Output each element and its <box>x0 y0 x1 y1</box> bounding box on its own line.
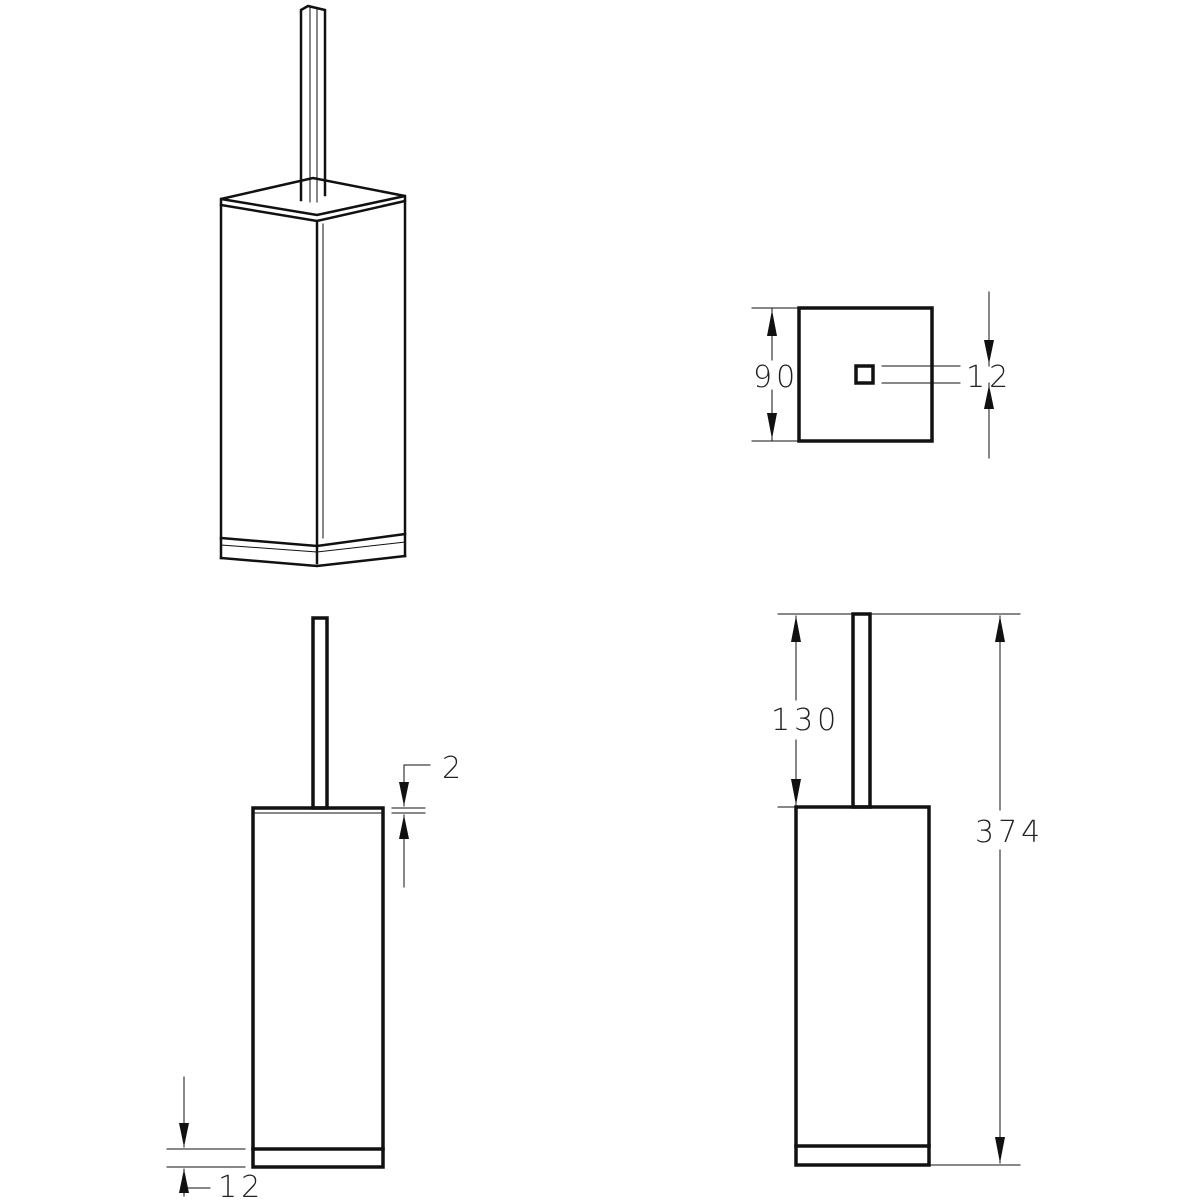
iso-top-cap <box>219 176 407 223</box>
front-handle <box>311 616 329 810</box>
isometric-view <box>219 4 407 568</box>
dim-374-label: 374 <box>975 815 1044 850</box>
dim-130-label: 130 <box>771 703 840 738</box>
dim-2: 2 <box>391 751 465 888</box>
side-handle <box>851 612 872 809</box>
dim-2-label: 2 <box>442 751 465 786</box>
iso-base <box>219 532 407 568</box>
dim-12-hole: 12 <box>881 291 1012 459</box>
iso-body <box>219 199 407 565</box>
front-body <box>251 806 385 1169</box>
side-view: 130 374 <box>771 612 1044 1167</box>
dim-130: 130 <box>771 613 854 808</box>
front-view: 2 12 <box>166 616 465 1200</box>
top-view-outline <box>797 306 934 443</box>
dim-90-label: 90 <box>753 360 799 395</box>
top-view-hole <box>854 364 875 385</box>
top-view: 90 12 <box>751 291 1012 459</box>
dim-90: 90 <box>751 307 800 442</box>
dim-374: 374 <box>869 613 1044 1166</box>
dim-12-base: 12 <box>166 1076 264 1200</box>
dim-12-hole-label: 12 <box>966 360 1012 395</box>
side-body <box>794 805 931 1167</box>
iso-handle <box>299 4 327 203</box>
dim-12-base-label: 12 <box>218 1170 264 1200</box>
